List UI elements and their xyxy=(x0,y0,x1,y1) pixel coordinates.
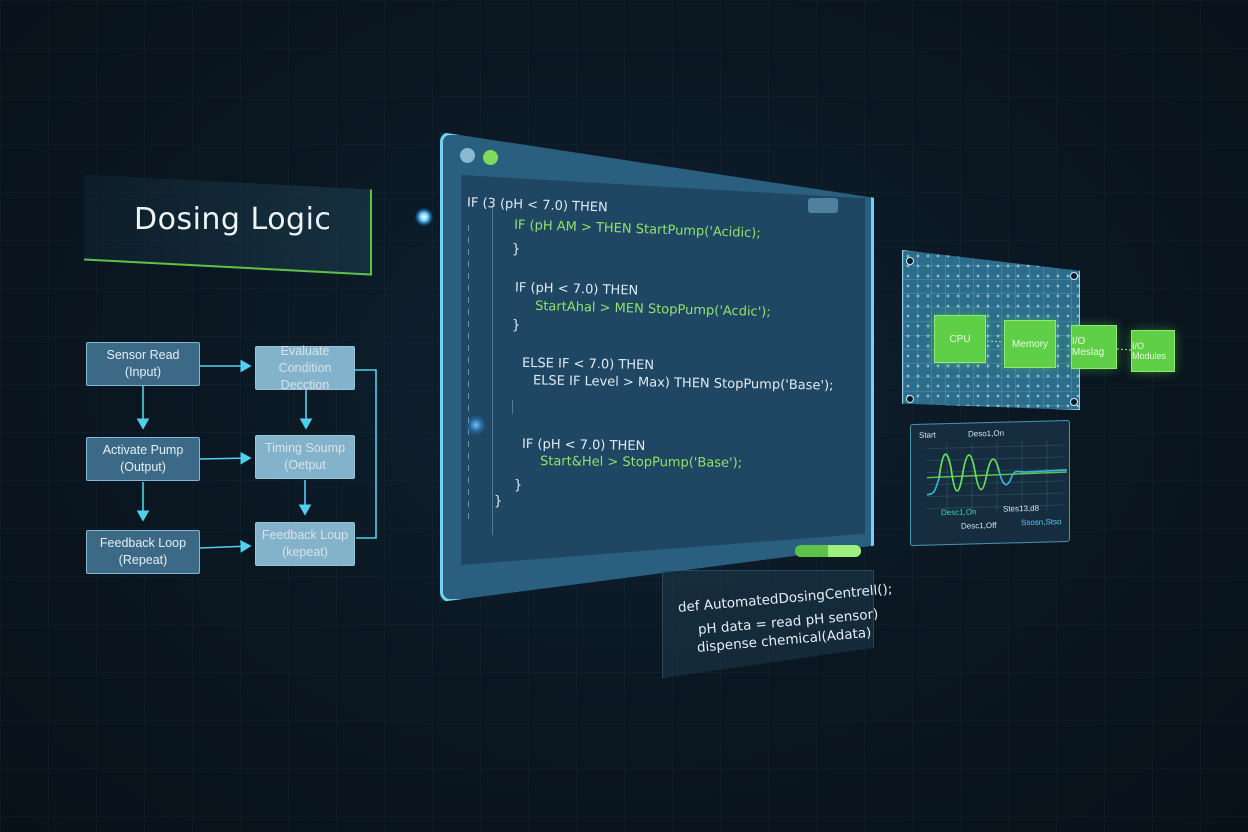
window-dot-maximize[interactable] xyxy=(483,150,498,165)
indent-guide xyxy=(492,205,493,535)
flow-box-label: Feedback Loop xyxy=(99,536,187,550)
page-title: Dosing Logic xyxy=(134,202,332,237)
code-editor[interactable] xyxy=(461,175,865,565)
chart-label: Ssosn,Stso xyxy=(1021,517,1062,528)
chip-io-meslag: I/O Meslag xyxy=(1071,325,1117,369)
chip-io-modules: I/O Modules xyxy=(1131,330,1175,372)
glow-dot xyxy=(415,208,433,226)
code-line: } xyxy=(512,318,521,333)
mount-hole-icon xyxy=(906,395,914,403)
progress-bar xyxy=(795,545,861,557)
flow-box-label: Activate Pump xyxy=(102,443,184,457)
flow-box-label: Feedback Loup xyxy=(261,528,349,542)
cursor-caret xyxy=(512,400,513,414)
flow-box-label: Evaluate Condition xyxy=(278,343,332,375)
flow-box-label: Sensor Read xyxy=(106,348,180,362)
flow-box-sublabel: Decction xyxy=(280,377,330,392)
flow-box-sublabel: (Oetput xyxy=(284,458,326,472)
signal-chart-panel: Start Deso1,On Desc1,On Stes13,d8 Desc1,… xyxy=(910,419,1070,547)
mount-hole-icon xyxy=(1070,398,1078,406)
code-line: } xyxy=(512,242,521,257)
chip-memory: Memory xyxy=(1004,320,1056,368)
mount-hole-icon xyxy=(906,257,914,265)
window-button[interactable] xyxy=(808,198,838,213)
flow-box-evaluate-condition: Evaluate Condition Decction xyxy=(255,343,355,392)
code-line: } xyxy=(494,494,503,509)
flow-box-sublabel: (Output) xyxy=(120,460,166,474)
flow-box-activate-pump: Activate Pump (Output) xyxy=(86,437,200,481)
flow-box-feedback-loup: Feedback Loup (kepeat) xyxy=(255,522,355,566)
flow-box-sublabel: (kepeat) xyxy=(282,545,328,559)
flow-box-timing: Timing Soump (Oetput xyxy=(255,435,355,479)
flow-box-label: Timing Soump xyxy=(264,441,346,455)
chart-label: Desc1,Off xyxy=(961,520,997,531)
flow-box-sublabel: (Repeat) xyxy=(118,553,168,567)
mount-hole-icon xyxy=(1070,272,1078,280)
flow-box-sublabel: (Input) xyxy=(124,365,162,379)
chart-label: Desc1,On xyxy=(941,507,977,518)
code-line: } xyxy=(514,478,523,493)
glow-dot xyxy=(466,415,486,435)
flow-box-feedback-loop: Feedback Loop (Repeat) xyxy=(86,530,200,574)
progress-fill xyxy=(795,545,828,557)
window-dot-close[interactable] xyxy=(460,148,475,163)
signal-chart xyxy=(926,440,1067,514)
chart-label: Stes13,d8 xyxy=(1003,503,1040,514)
flow-box-sensor-read: Sensor Read (Input) xyxy=(86,342,200,386)
chip-cpu: CPU xyxy=(934,315,986,363)
progress-fill-highlight xyxy=(828,545,861,557)
line-gutter xyxy=(468,225,469,525)
